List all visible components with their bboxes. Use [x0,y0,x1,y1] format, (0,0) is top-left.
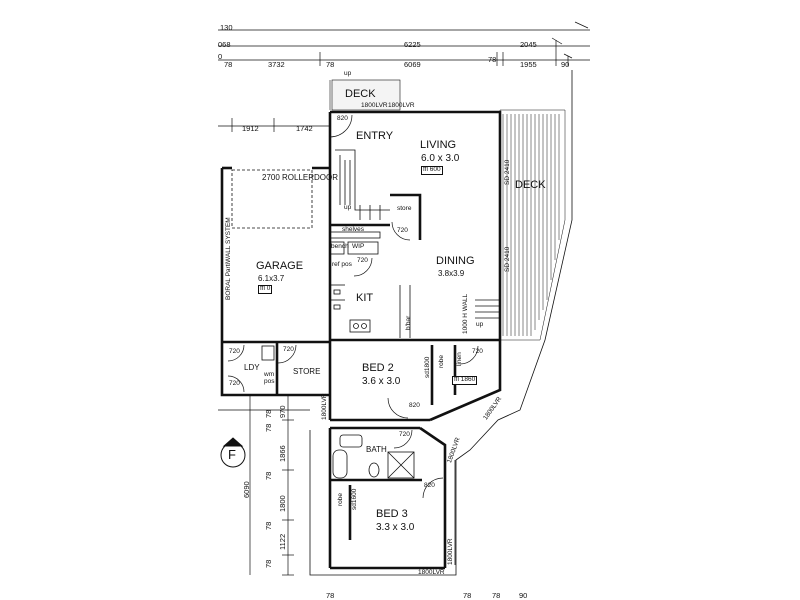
dim-6069: 6069 [404,60,421,69]
north-point-letter: F [228,447,236,462]
door-720-linen: 720 [472,348,483,355]
garage-label: GARAGE [256,260,304,272]
door-720-garage: 720 [283,346,294,353]
deck-top-label: DECK [345,88,376,100]
dim-left-78-a: 78 [264,409,273,418]
bench-label: bench [331,243,349,250]
dim-bottom-78-c: 78 [492,591,501,600]
dim-970: 970 [278,405,287,418]
up-label-stairs: up [344,204,352,211]
deck-top [329,79,401,111]
dining-size: 3.8x3.9 [438,269,465,278]
dim-1800: 1800 [278,495,287,512]
garage-ffl: ffl 0 [258,285,273,294]
dim-2045: 2045 [520,40,537,49]
dim-1866: 1866 [278,445,287,462]
dim-1742: 1742 [296,124,313,133]
robe-bed2-label: robe [438,354,445,368]
kit-label: KIT [356,292,374,304]
sd1800-label: sd1800 [424,356,431,378]
door-720-bath: 720 [399,431,410,438]
dim-top-130: 130 [220,23,233,32]
site-boundary [218,70,573,576]
window-top-2: 1800LVR [388,102,415,109]
dim-1122: 1122 [278,533,287,550]
partiwall-label: BORAL PartiWALL SYSTEM [225,217,232,300]
dim-0: 0 [218,52,223,61]
living-size: 6.0 x 3.0 [421,153,460,164]
dim-3732: 3732 [268,60,285,69]
deck-right-label: DECK [515,179,546,191]
sd1600-label: sd1600 [351,488,358,510]
window-top-1: 1800LVR [361,102,388,109]
linen-label: linen [456,352,463,366]
sd2410-bottom-label: SD 2410 [504,246,511,272]
handrail-label: 1000 H WALL [462,293,469,334]
bath-label: BATH [366,445,387,454]
bed2-ffl: ffl 1860 [452,376,478,385]
dim-6090: 6090 [242,481,251,498]
dim-bottom-90: 90 [519,591,528,600]
bbar-label: b'bar [405,315,412,330]
dim-left-78-e: 78 [264,559,273,568]
window-bed2-left: 1800LVR [321,393,328,420]
bed3-size: 3.3 x 3.0 [376,522,415,533]
sd2410-top-label: SD 2410 [504,159,511,185]
door-820-bed3: 820 [424,482,435,489]
dim-6225: 6225 [404,40,421,49]
dim-bottom-78-b: 78 [463,591,472,600]
window-bed3-bottom: 1800LVR [418,569,445,576]
up-label-deck: up [344,70,352,77]
deck-right [499,109,566,341]
rollerdoor-label: 2700 ROLLERDOOR [262,173,339,182]
garage-size: 6.1x3.7 [258,274,285,283]
window-bed3-side: 1800LVR [447,538,454,565]
shelves-label: shelves [342,226,365,233]
dim-left-78-b: 78 [264,423,273,432]
door-720-ref: 720 [357,257,368,264]
thin-details [231,149,500,565]
ldy-label: LDY [244,363,260,372]
walls [220,110,502,570]
entry-label: ENTRY [356,130,394,142]
living-ffl: ffl 600 [421,166,443,175]
door-720-ldy-top: 720 [229,348,240,355]
ref-pos-label: ref pos [332,261,352,268]
door-swings [227,114,479,499]
dim-78-a: 78 [224,60,233,69]
dim-78-c: 78 [488,55,497,64]
door-820-bed2: 820 [409,402,420,409]
dim-1955: 1955 [520,60,537,69]
wip-label: WIP [352,243,365,250]
dim-90: 90 [561,60,570,69]
dim-78-b: 78 [326,60,335,69]
bed2-size: 3.6 x 3.0 [362,376,401,387]
dim-068: 068 [218,40,231,49]
dim-left-78-c: 78 [264,471,273,480]
wm-pos-label: wm pos [264,371,275,385]
door-720-wip: 720 [397,227,408,234]
door-720-ldy-bottom: 720 [229,380,240,387]
up-label-rear: up [476,321,484,328]
dim-left-78-d: 78 [264,521,273,530]
store-label: STORE [293,367,321,376]
dim-bottom-78-a: 78 [326,591,335,600]
bed2-label: BED 2 [362,362,394,374]
dimension-lines [218,21,590,576]
north-point-symbol [220,437,246,468]
dining-label: DINING [436,255,475,267]
door-820-entry: 820 [337,115,348,122]
robe-bed3-label: robe [337,492,344,506]
living-label: LIVING [420,139,457,151]
store-small-label: store [397,205,412,212]
dim-1912: 1912 [242,124,259,133]
bed3-label: BED 3 [376,508,408,520]
